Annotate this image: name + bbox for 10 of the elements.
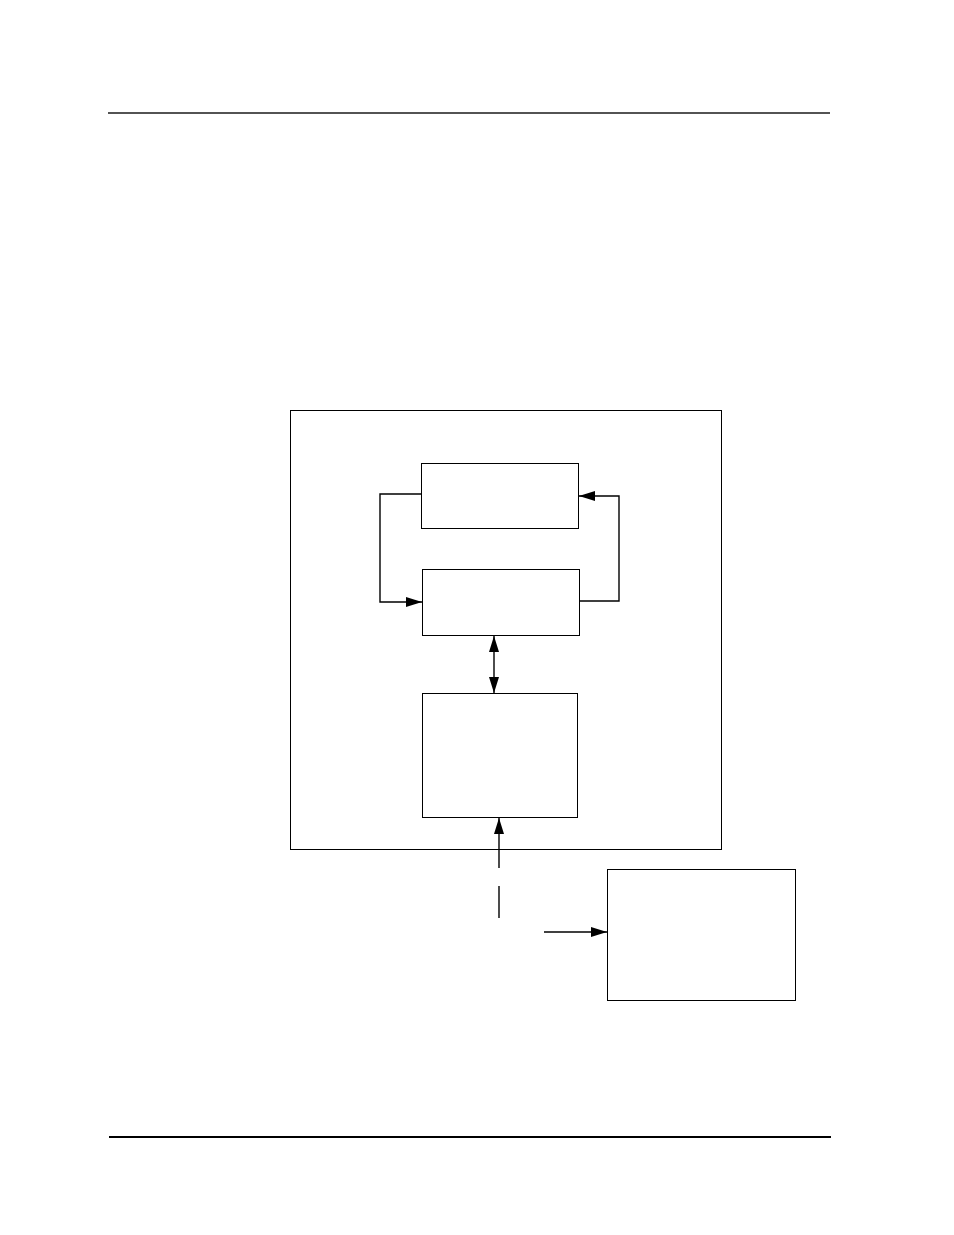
process-box [421, 692, 578, 818]
double-headed-arrow [489, 635, 499, 694]
arrow [578, 491, 620, 602]
external-box [607, 869, 796, 1001]
process-box [420, 462, 579, 529]
enclosing-box [290, 410, 722, 850]
arrow [379, 493, 423, 607]
arrow [494, 817, 504, 919]
arrow [543, 927, 608, 937]
process-box [421, 568, 580, 636]
